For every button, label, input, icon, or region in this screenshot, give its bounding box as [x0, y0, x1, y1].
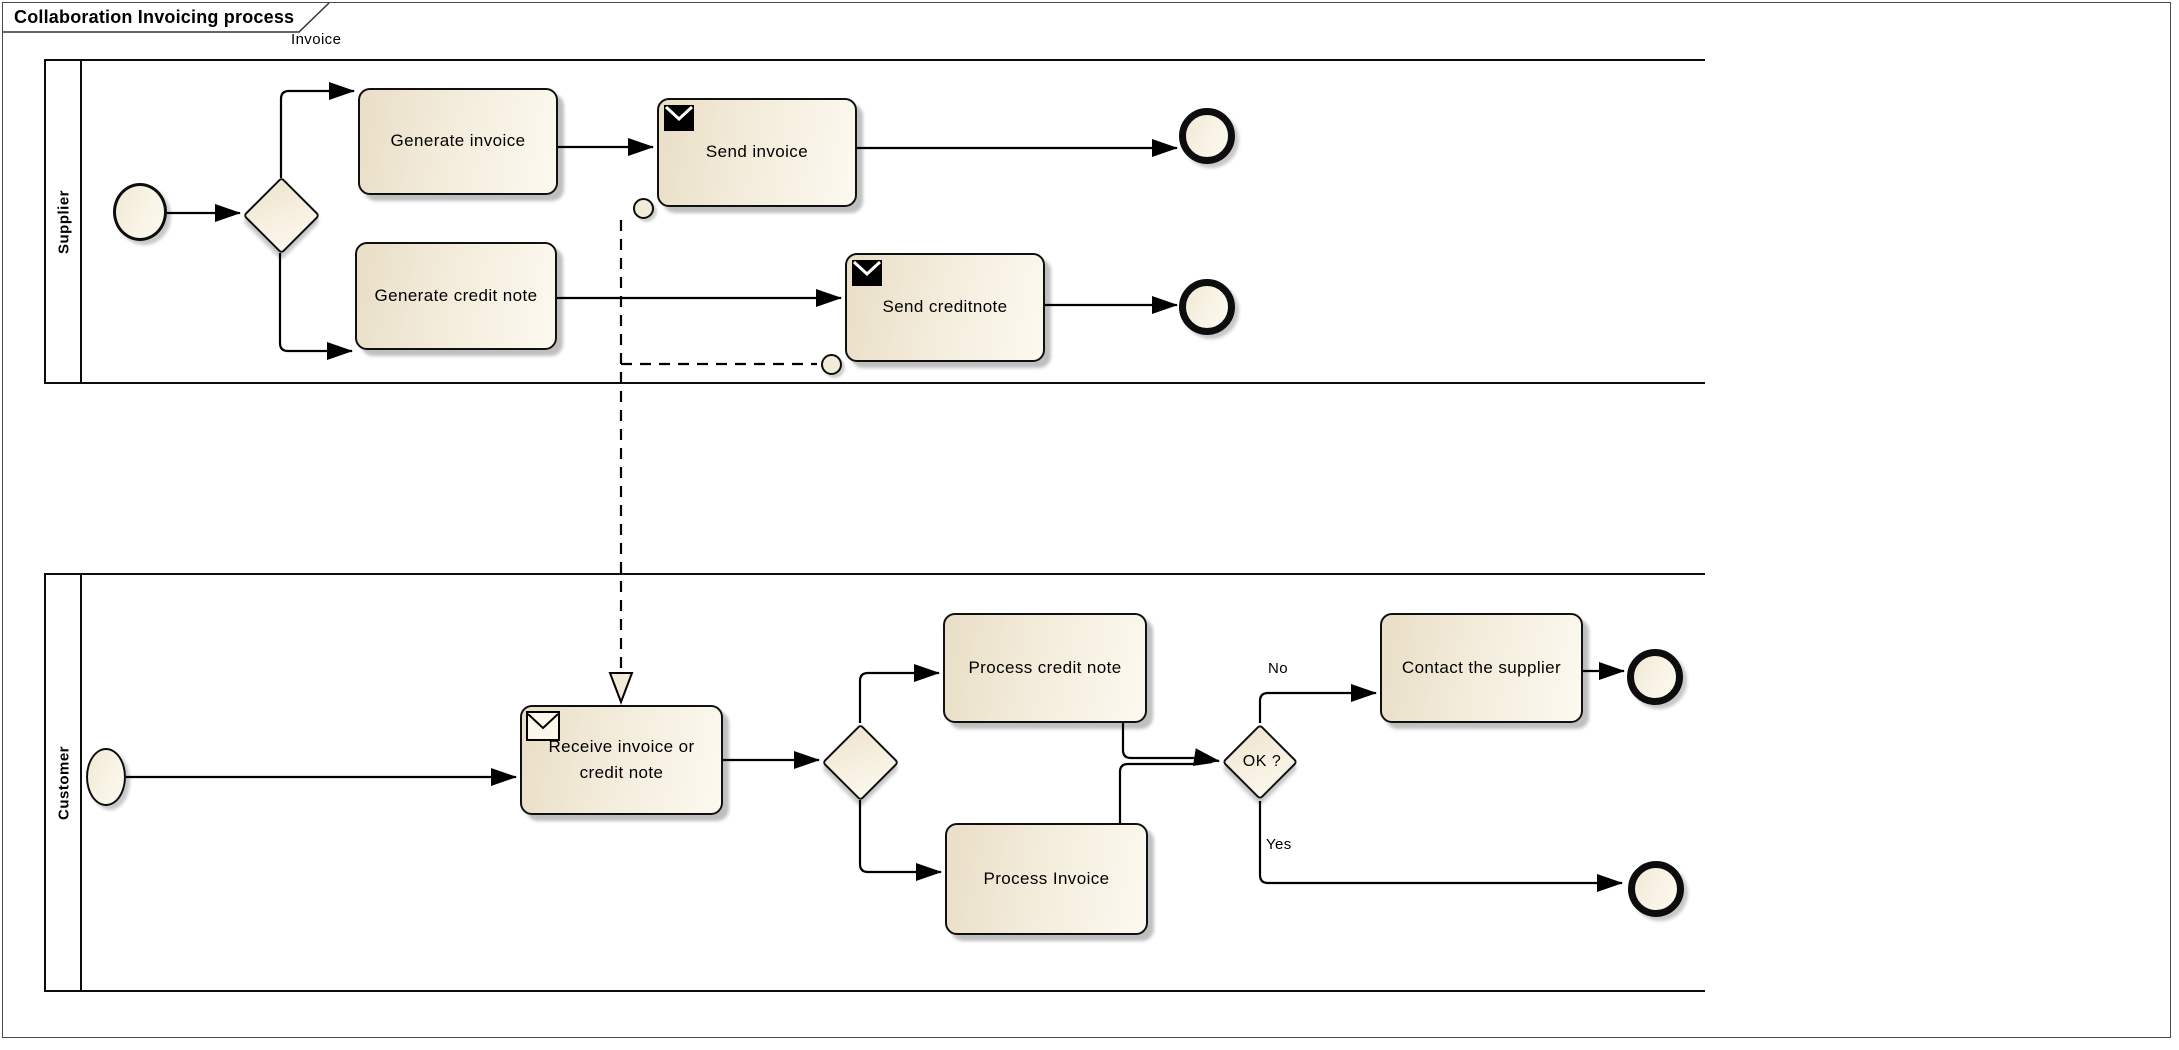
- flow-label-no: No: [1268, 660, 1288, 677]
- task-process-invoice-label: Process Invoice: [983, 868, 1110, 888]
- task-send-invoice-label: Send invoice: [705, 142, 809, 162]
- end-event-invoice-processed[interactable]: [1628, 861, 1684, 917]
- task-receive-invoice-or-credit-note[interactable]: Receive invoice or credit note: [520, 705, 723, 815]
- diagram-title: Collaboration Invoicing process: [14, 7, 295, 27]
- task-process-invoice[interactable]: Process Invoice: [945, 823, 1148, 935]
- send-message-icon: [664, 105, 694, 131]
- gateway-ok-label: OK ?: [1242, 753, 1282, 770]
- pool-customer: Customer: [44, 573, 1705, 992]
- task-send-creditnote[interactable]: Send creditnote: [845, 253, 1045, 362]
- end-event-contact-supplier[interactable]: [1627, 649, 1683, 705]
- pool-supplier-label: Supplier: [55, 189, 73, 254]
- message-flow-source-circle-send-creditnote: [821, 354, 842, 375]
- start-event-customer[interactable]: [86, 748, 126, 806]
- end-event-invoice-sent[interactable]: [1179, 108, 1235, 164]
- send-message-icon: [852, 260, 882, 286]
- task-receive-label: Receive invoice or credit note: [548, 736, 695, 782]
- task-generate-credit-note-label: Generate credit note: [374, 285, 538, 305]
- task-send-creditnote-label: Send creditnote: [882, 297, 1008, 317]
- message-flow-source-circle-send-invoice: [633, 198, 654, 219]
- flow-label-yes: Yes: [1266, 836, 1292, 853]
- task-generate-invoice-label: Generate invoice: [390, 131, 526, 151]
- task-generate-credit-note[interactable]: Generate credit note: [355, 242, 557, 350]
- message-flow-label: Invoice: [291, 31, 342, 48]
- start-event-supplier[interactable]: [113, 183, 167, 241]
- task-contact-the-supplier-label: Contact the supplier: [1401, 657, 1562, 677]
- receive-message-icon: [526, 711, 560, 741]
- task-process-credit-note-label: Process credit note: [968, 657, 1122, 677]
- task-contact-the-supplier[interactable]: Contact the supplier: [1380, 613, 1583, 723]
- pool-customer-lane-divider: [80, 575, 82, 990]
- pool-customer-label: Customer: [55, 745, 73, 820]
- task-send-invoice[interactable]: Send invoice: [657, 98, 857, 207]
- pool-supplier: Supplier: [44, 59, 1705, 384]
- pool-supplier-lane-divider: [80, 61, 82, 382]
- task-process-credit-note[interactable]: Process credit note: [943, 613, 1147, 723]
- task-generate-invoice[interactable]: Generate invoice: [358, 88, 558, 195]
- end-event-creditnote-sent[interactable]: [1179, 279, 1235, 335]
